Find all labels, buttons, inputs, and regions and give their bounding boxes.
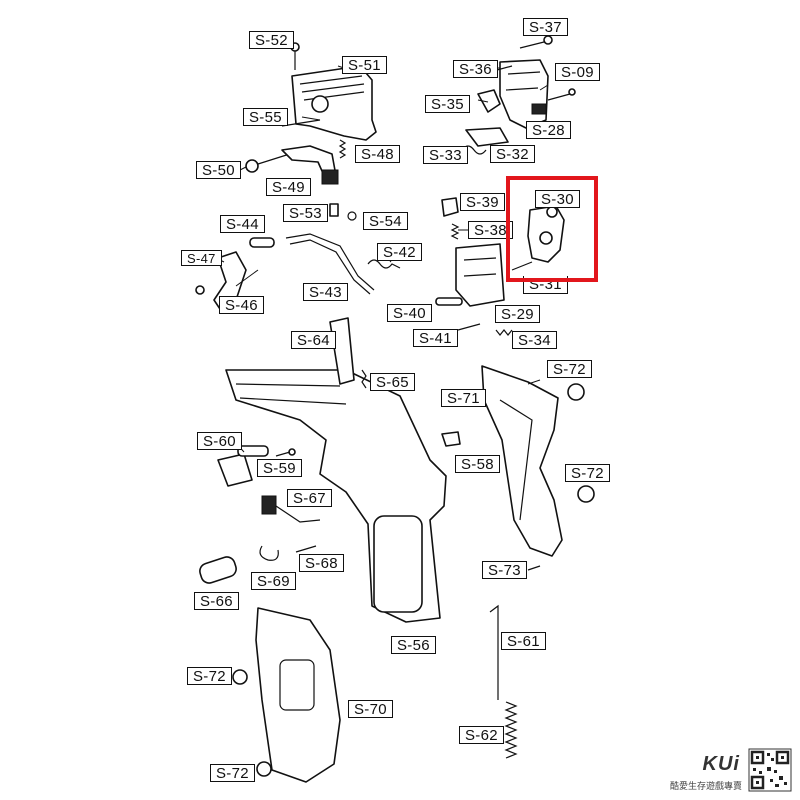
label-s47: S-47: [181, 250, 222, 266]
label-s50: S-50: [196, 161, 241, 179]
part-s42-spring: [367, 259, 401, 269]
part-s39-part: [441, 197, 459, 217]
part-s67-latch: [261, 495, 321, 523]
part-s71-grip: [481, 365, 563, 557]
label-s71: S-71: [441, 389, 486, 407]
part-s72-screw-b: [577, 485, 595, 503]
part-s29-housing: [455, 243, 505, 307]
part-s43-trigger-bar: [285, 233, 375, 295]
brand-logo: KUi: [702, 753, 740, 775]
label-s43: S-43: [303, 283, 348, 301]
label-s28: S-28: [526, 121, 571, 139]
label-s35: S-35: [425, 95, 470, 113]
label-s70: S-70: [348, 700, 393, 718]
label-s34: S-34: [512, 331, 557, 349]
part-s72-screw-a: [567, 383, 585, 401]
label-s65: S-65: [370, 373, 415, 391]
label-s72-top: S-72: [547, 360, 592, 378]
brand-tagline: 酷愛生存遊戲專賣: [669, 781, 742, 791]
label-s32: S-32: [490, 145, 535, 163]
part-s54-spring: [347, 211, 357, 221]
label-s44: S-44: [220, 215, 265, 233]
part-s51-plate: [291, 65, 377, 141]
highlight-box-s30: [506, 176, 598, 282]
part-s38-spring: [450, 223, 460, 240]
part-s73-pin: [527, 565, 541, 571]
part-s28-pin: [547, 88, 576, 101]
part-s61-guide-rod: [489, 604, 499, 700]
label-s60: S-60: [197, 432, 242, 450]
label-s73: S-73: [482, 561, 527, 579]
part-s56-frame: [225, 369, 447, 623]
part-s68-pin: [295, 545, 317, 553]
part-s32-lever: [465, 127, 509, 147]
part-s41-pin: [457, 323, 481, 331]
label-s54: S-54: [363, 212, 408, 230]
label-s49: S-49: [266, 178, 311, 196]
label-s55: S-55: [243, 108, 288, 126]
label-s38: S-38: [468, 221, 513, 239]
part-s60-lever: [217, 445, 269, 487]
label-s67: S-67: [287, 489, 332, 507]
part-s53-part: [329, 203, 339, 217]
label-s09: S-09: [555, 63, 600, 81]
part-s69-spring: [259, 545, 279, 561]
part-s59-screw: [275, 448, 296, 457]
qr-code-icon: [748, 748, 792, 792]
part-s47-pin: [195, 285, 205, 295]
label-s59: S-59: [257, 459, 302, 477]
label-s51: S-51: [342, 56, 387, 74]
label-s64: S-64: [291, 331, 336, 349]
label-s42: S-42: [377, 243, 422, 261]
label-s39: S-39: [460, 193, 505, 211]
part-s62-spring: [504, 701, 518, 759]
label-s46: S-46: [219, 296, 264, 314]
part-s72-screw-d: [256, 761, 272, 777]
label-s29: S-29: [495, 305, 540, 323]
label-s52: S-52: [249, 31, 294, 49]
part-s64-part: [329, 317, 355, 385]
label-s69: S-69: [251, 572, 296, 590]
label-s56: S-56: [391, 636, 436, 654]
part-s70-grip: [255, 607, 341, 783]
label-s37: S-37: [523, 18, 568, 36]
label-s36: S-36: [453, 60, 498, 78]
part-s55-pin: [281, 119, 321, 127]
label-s66: S-66: [194, 592, 239, 610]
part-s49-lever: [281, 145, 339, 185]
part-s44-pin: [249, 237, 275, 248]
part-s09-housing: [499, 59, 549, 129]
label-s58: S-58: [455, 455, 500, 473]
part-s34-spring: [495, 329, 513, 336]
part-s35-sear: [477, 89, 501, 113]
label-s61: S-61: [501, 632, 546, 650]
part-s36-pin: [496, 65, 513, 71]
label-s53: S-53: [283, 204, 328, 222]
part-s40-pin: [435, 297, 463, 306]
label-s62: S-62: [459, 726, 504, 744]
part-s58-part: [441, 431, 461, 447]
label-s68: S-68: [299, 554, 344, 572]
part-s30-hammer: [511, 205, 565, 271]
label-s41: S-41: [413, 329, 458, 347]
label-s72-left: S-72: [187, 667, 232, 685]
part-s66-pin: [199, 556, 237, 584]
part-s37-screw: [519, 35, 553, 49]
label-s40: S-40: [387, 304, 432, 322]
label-s72-bottom: S-72: [210, 764, 255, 782]
label-s33: S-33: [423, 146, 468, 164]
label-s72-mid: S-72: [565, 464, 610, 482]
part-s65-spring: [361, 369, 367, 389]
part-s72-screw-c: [232, 669, 248, 685]
label-s30: S-30: [535, 190, 580, 208]
part-s48-spring: [338, 139, 347, 159]
label-s48: S-48: [355, 145, 400, 163]
